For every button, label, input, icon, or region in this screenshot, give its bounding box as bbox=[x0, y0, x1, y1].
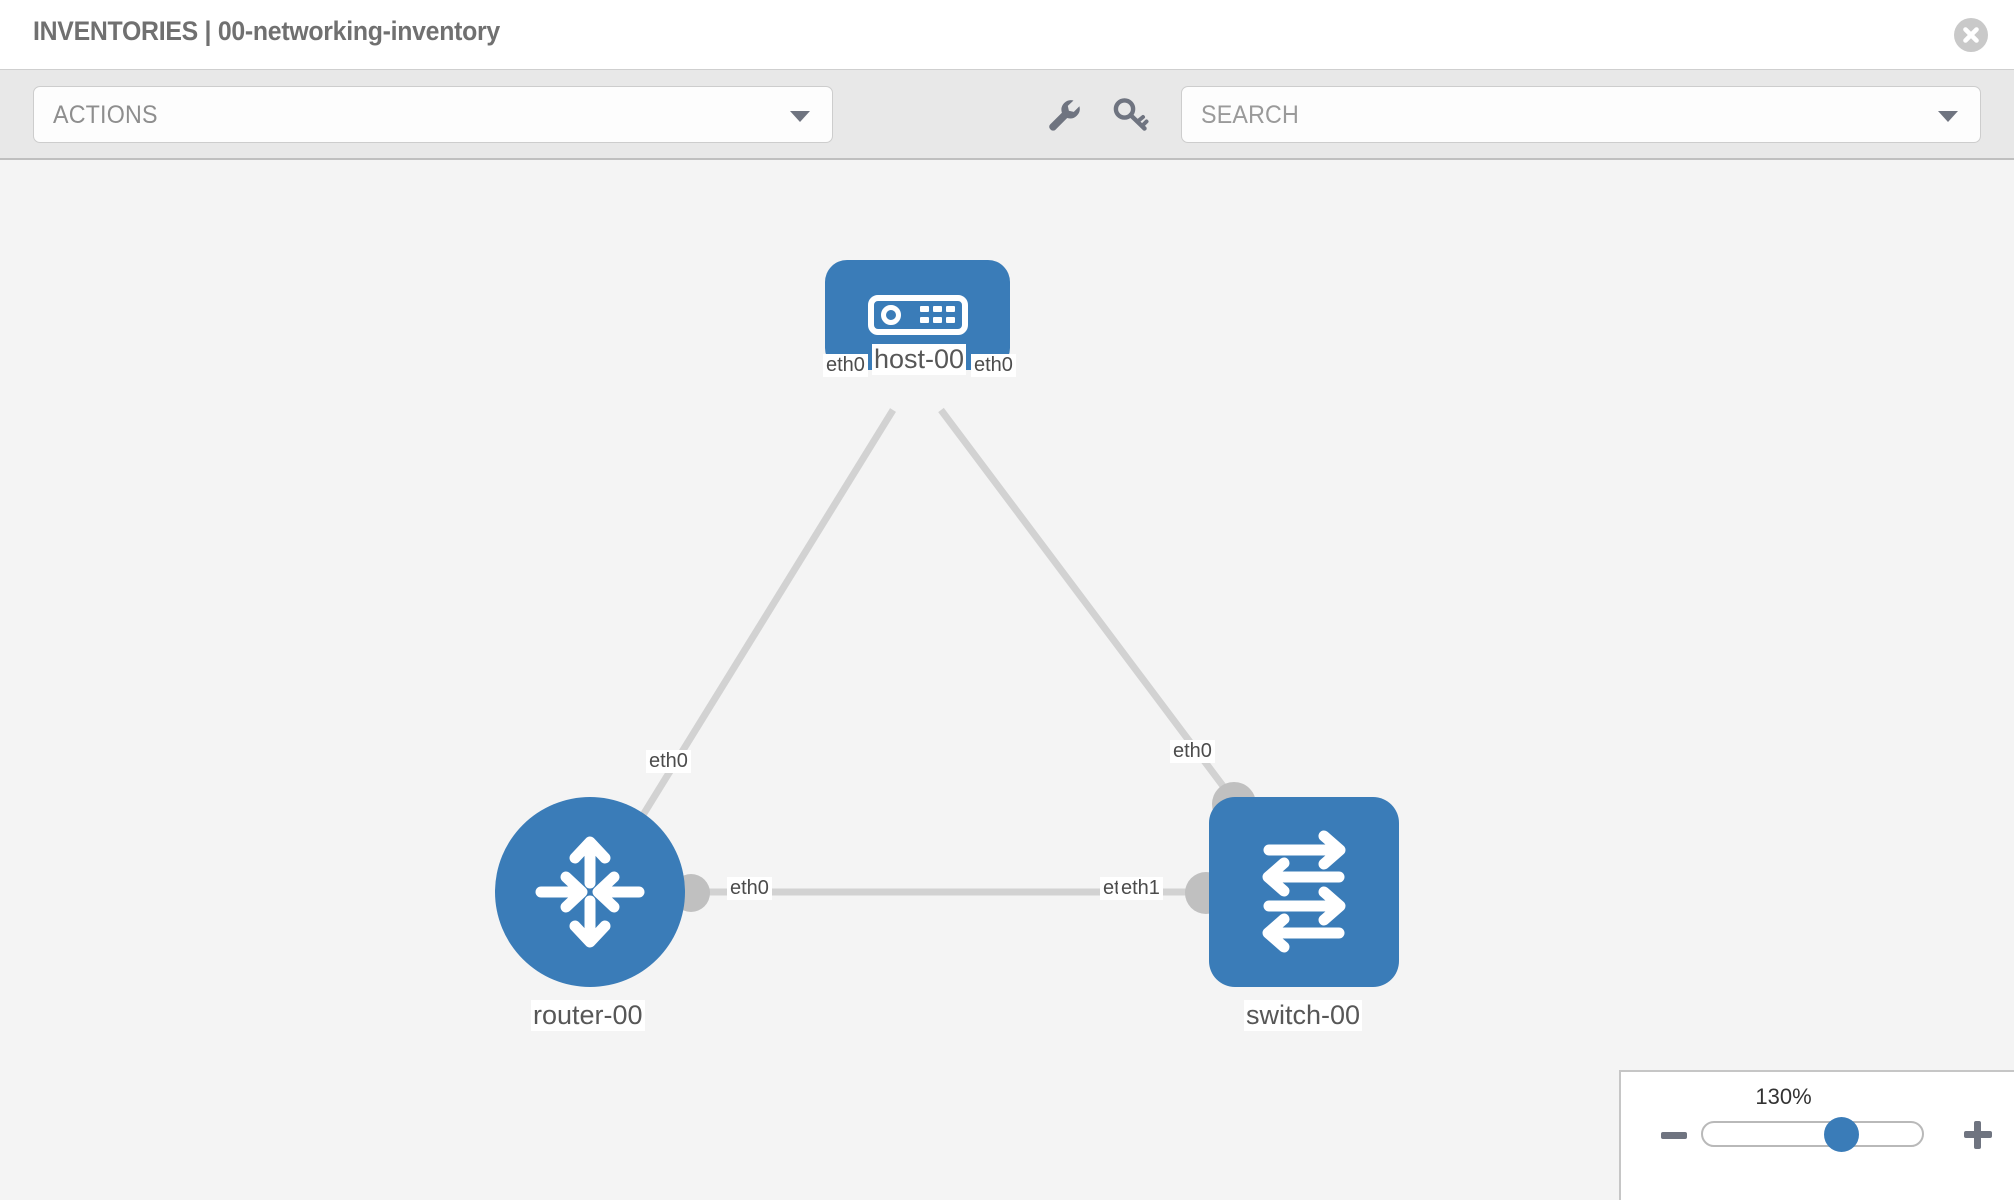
chevron-down-icon bbox=[1938, 111, 1958, 122]
node-host-00-shape[interactable] bbox=[825, 260, 1010, 370]
minus-icon[interactable] bbox=[1661, 1132, 1687, 1139]
zoom-level-value: 130% bbox=[1755, 1084, 1812, 1109]
zoom-control-panel: 130% bbox=[1619, 1070, 2014, 1200]
page-title: INVENTORIES | 00-networking-inventory bbox=[33, 16, 500, 46]
wrench-icon[interactable] bbox=[1043, 94, 1085, 136]
actions-dropdown[interactable]: ACTIONS bbox=[33, 86, 833, 143]
zoom-slider[interactable] bbox=[1701, 1117, 1924, 1152]
search-placeholder: SEARCH bbox=[1201, 101, 1300, 129]
server-appliance-icon bbox=[867, 295, 968, 335]
zoom-slider-thumb[interactable] bbox=[1823, 1117, 1859, 1152]
node-switch-00-shape[interactable] bbox=[1209, 797, 1399, 987]
page-header: INVENTORIES | 00-networking-inventory bbox=[0, 0, 2014, 70]
four-way-arrows-icon bbox=[535, 836, 645, 948]
actions-dropdown-label: ACTIONS bbox=[53, 101, 158, 129]
close-icon[interactable] bbox=[1954, 18, 1988, 52]
search-input[interactable]: SEARCH bbox=[1181, 86, 1981, 143]
link-host-router[interactable] bbox=[611, 408, 896, 864]
node-router-00-shape[interactable] bbox=[495, 797, 685, 987]
chevron-down-icon bbox=[790, 111, 810, 122]
plus-icon[interactable] bbox=[1964, 1121, 1992, 1149]
topology-canvas[interactable]: host-00 bbox=[0, 162, 2014, 1200]
key-icon[interactable] bbox=[1110, 94, 1152, 136]
toolbar: ACTIONS SEARCH bbox=[0, 70, 2014, 160]
bidirectional-arrows-icon bbox=[1262, 830, 1346, 953]
